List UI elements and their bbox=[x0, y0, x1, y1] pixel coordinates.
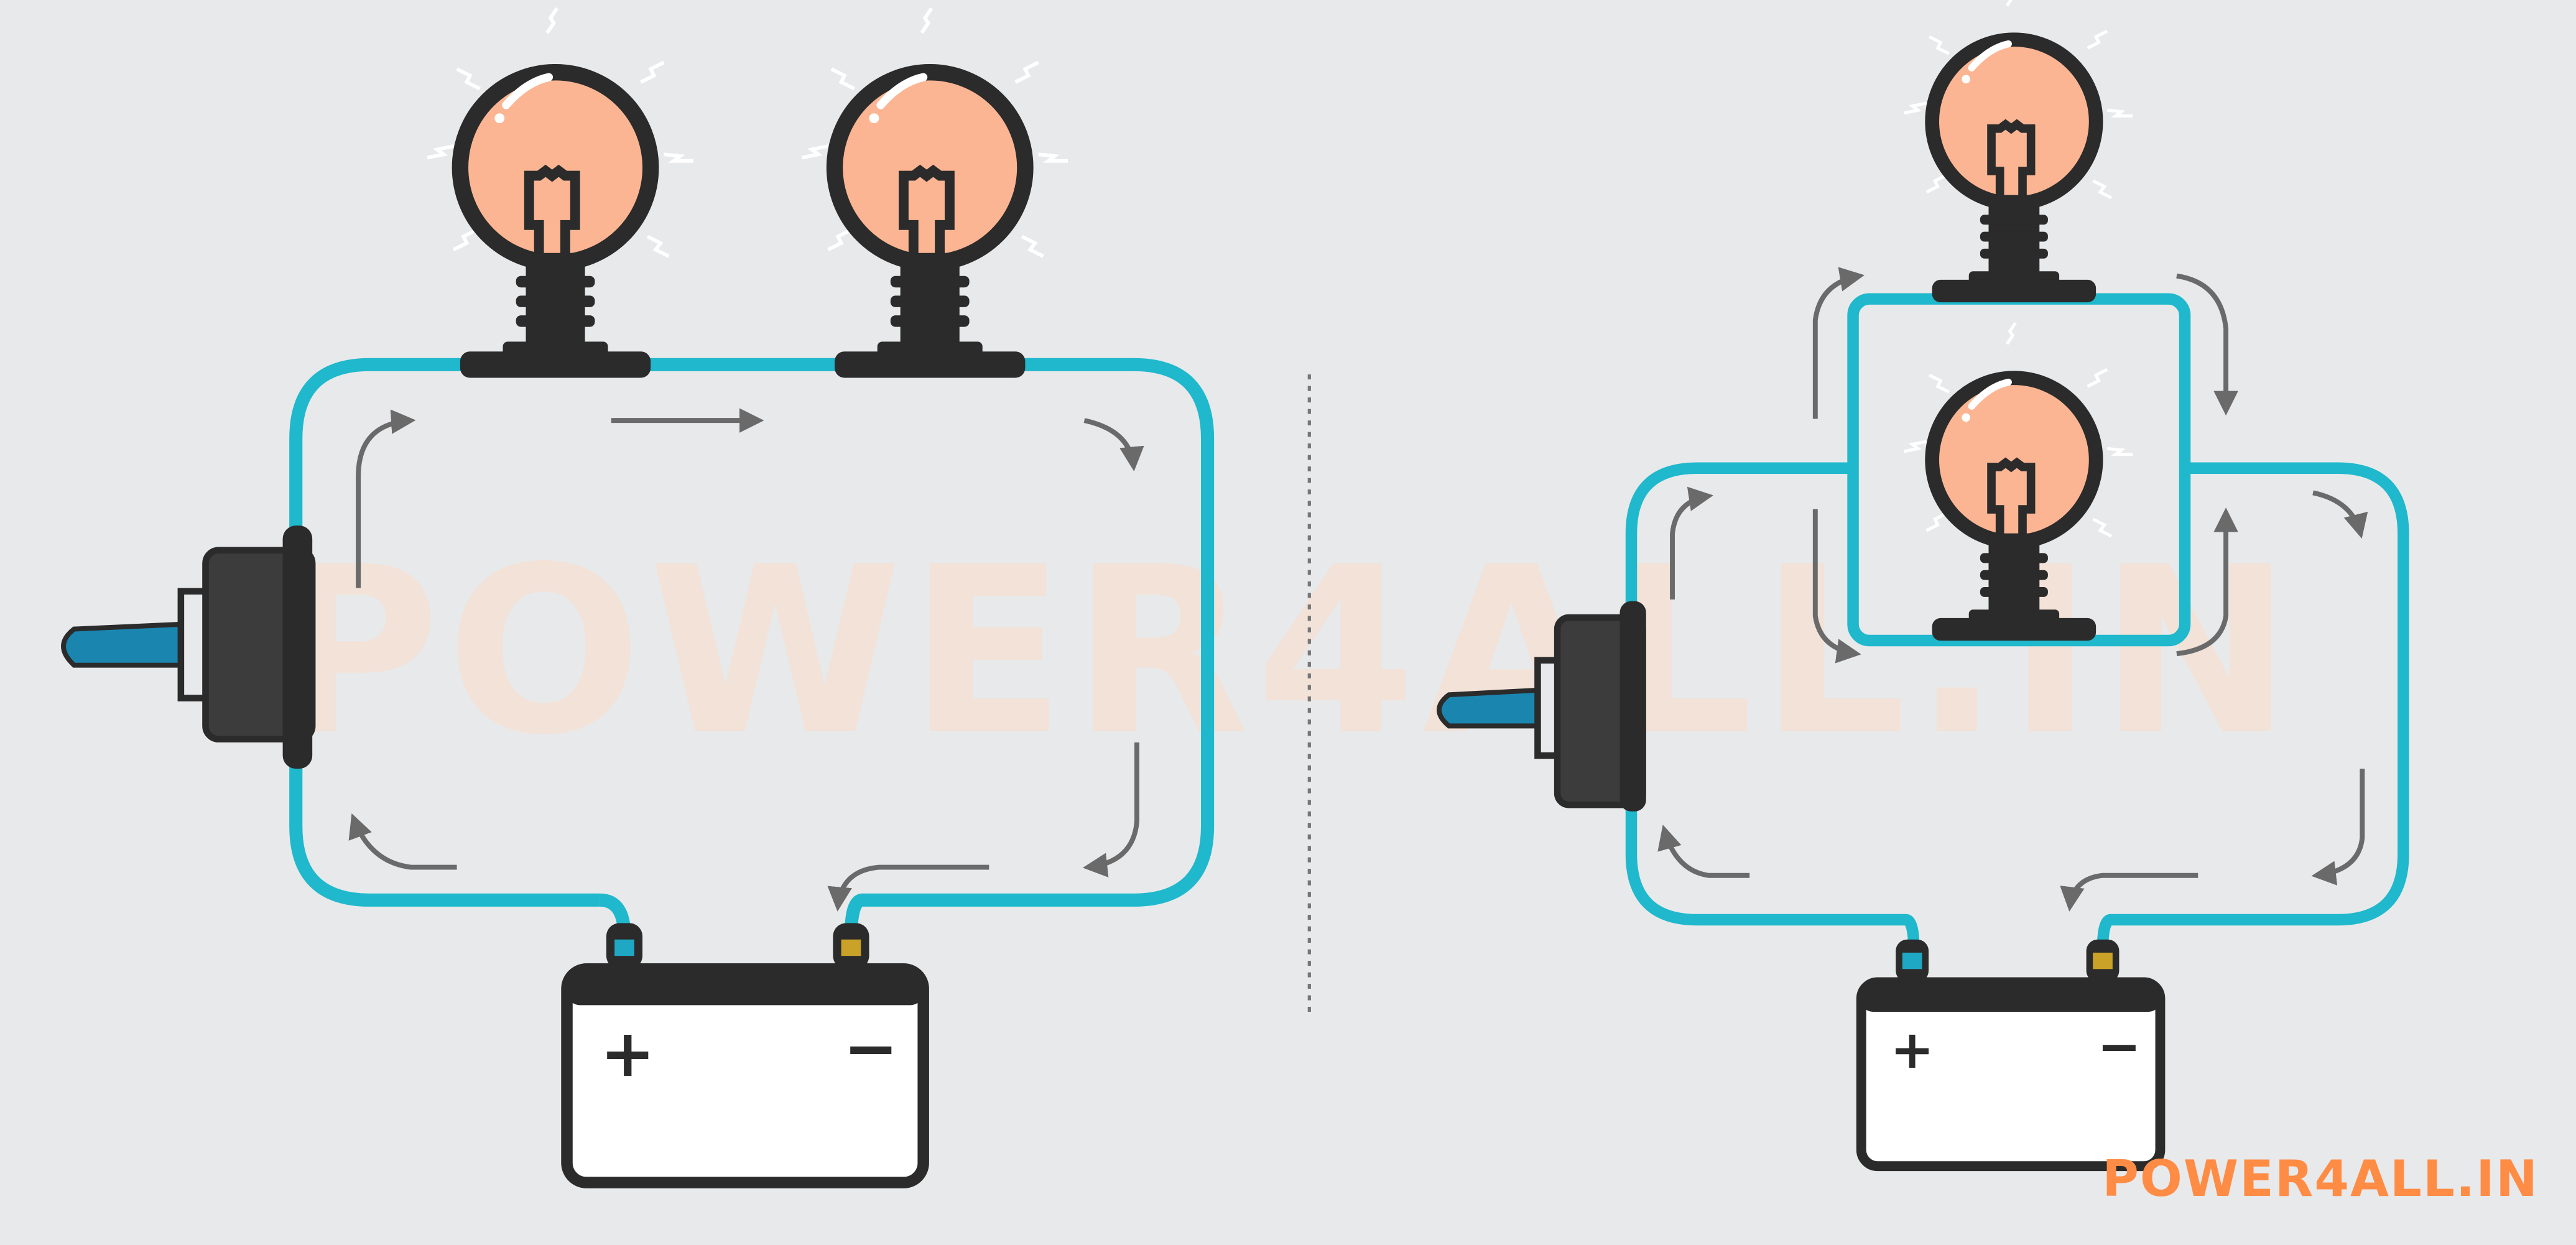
light-bulb bbox=[802, 8, 1068, 377]
toggle-switch[interactable] bbox=[61, 525, 316, 769]
watermark: POWER4ALL.IN bbox=[271, 518, 2298, 785]
light-bulb bbox=[427, 8, 693, 377]
brand-logo: POWER4ALL.IN bbox=[2102, 1150, 2539, 1208]
battery: + − bbox=[561, 923, 929, 1188]
positive-sign: + bbox=[600, 1015, 656, 1091]
wire bbox=[289, 358, 1215, 937]
negative-sign: − bbox=[2097, 1016, 2141, 1076]
toggle-switch[interactable] bbox=[1437, 601, 1646, 812]
current-arrows bbox=[348, 408, 1144, 912]
battery: + − bbox=[1856, 939, 2166, 1172]
negative-sign: − bbox=[843, 1010, 899, 1086]
current-arrows bbox=[1657, 267, 2368, 912]
series-circuit: + − bbox=[61, 8, 1215, 1188]
positive-sign: + bbox=[1890, 1019, 1934, 1080]
parallel-circuit: + − bbox=[1437, 0, 2409, 1172]
light-bulb bbox=[1904, 0, 2133, 302]
